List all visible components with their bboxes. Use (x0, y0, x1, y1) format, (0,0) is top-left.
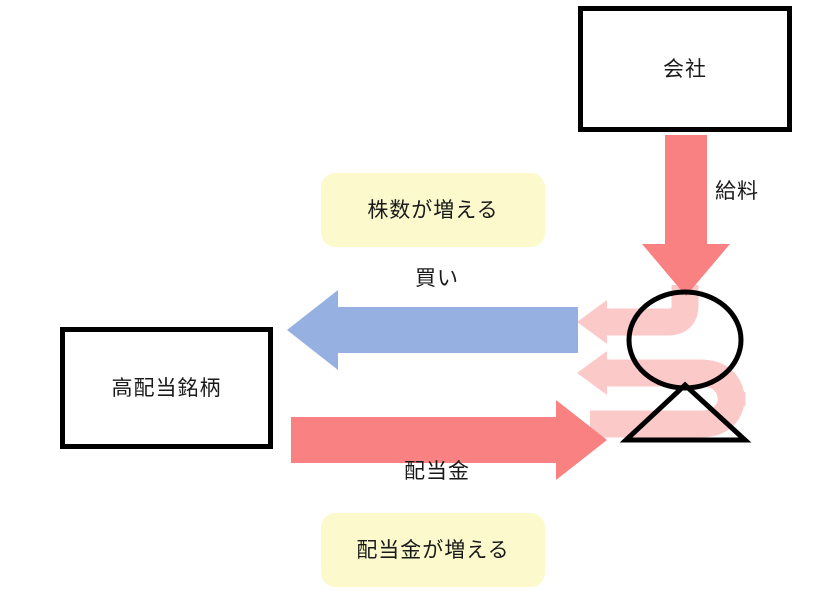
blue-arrow-buy (287, 290, 578, 370)
pale-pink-arrowhead-lower (577, 351, 607, 395)
company-box-label: 会社 (663, 56, 707, 81)
pale-pink-flow-dividend-to-reinvest (590, 359, 746, 438)
buy-flow-label: 買い (415, 266, 459, 290)
pale-pink-flow-group (577, 285, 746, 438)
red-arrow-salary (642, 135, 730, 296)
triangle-body-icon (619, 381, 752, 443)
high-dividend-stock-box: 高配当銘柄 (60, 327, 273, 449)
person-figure (619, 289, 752, 443)
high-dividend-stock-box-label: 高配当銘柄 (111, 375, 222, 400)
pale-pink-flow-salary-to-buy (603, 285, 699, 336)
callout-shares-increase-label: 株数が増える (367, 197, 499, 222)
pale-pink-arrowhead-upper (577, 300, 607, 344)
salary-flow-label: 給料 (715, 179, 759, 203)
dividend-flow-label: 配当金 (404, 459, 470, 483)
callout-dividend-increase: 配当金が増える (321, 513, 545, 587)
callout-shares-increase: 株数が増える (321, 173, 545, 247)
company-box: 会社 (578, 6, 792, 132)
red-arrow-dividend (291, 400, 607, 480)
callout-dividend-increase-label: 配当金が増える (356, 537, 510, 562)
